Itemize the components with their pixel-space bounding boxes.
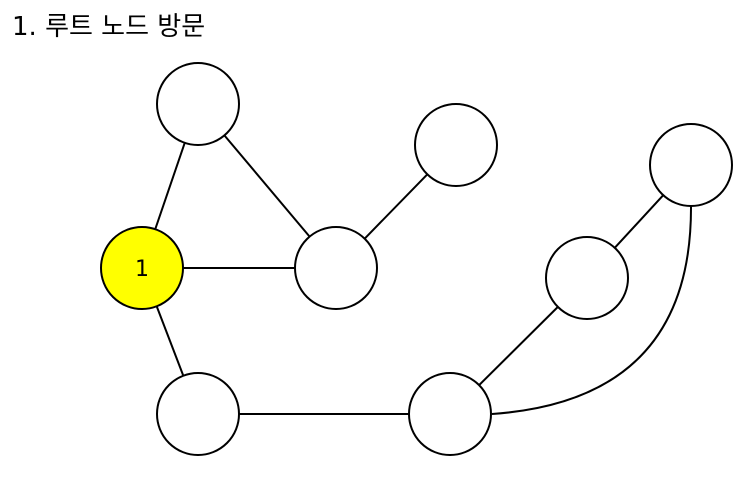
node-circle <box>156 372 240 456</box>
graph-node-b <box>156 62 240 146</box>
node-circle <box>545 236 629 320</box>
graph-node-g <box>545 236 629 320</box>
node-label: 1 <box>135 257 149 282</box>
edge-G-H <box>614 194 664 249</box>
node-circle <box>100 226 184 310</box>
graph-node-e <box>156 372 240 456</box>
graph-node-c <box>294 226 378 310</box>
edge-B-C <box>223 134 311 238</box>
edge-C-D <box>363 173 429 240</box>
edge-A-B <box>154 142 186 230</box>
graph-node-d <box>414 103 498 187</box>
edges-layer <box>154 134 693 415</box>
node-circle <box>649 123 733 207</box>
nodes-layer: 1 <box>100 62 733 456</box>
diagram-title: 1. 루트 노드 방문 <box>12 12 206 42</box>
node-circle <box>156 62 240 146</box>
edge-A-E <box>155 305 185 377</box>
edge-F-I <box>491 205 693 415</box>
graph-node-h <box>649 123 733 207</box>
node-circle <box>414 103 498 187</box>
graph-node-a: 1 <box>100 226 184 310</box>
edge-F-G <box>478 306 559 386</box>
graph-node-f <box>408 372 492 456</box>
node-circle <box>294 226 378 310</box>
node-circle <box>408 372 492 456</box>
